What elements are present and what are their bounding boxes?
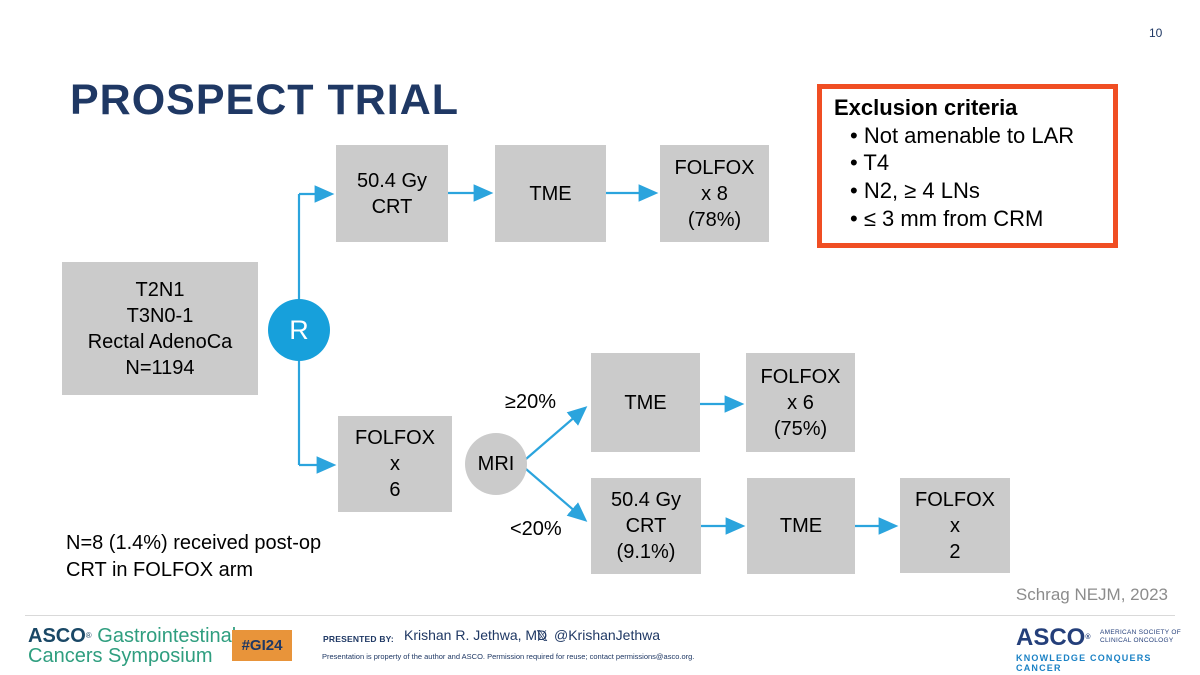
crt91-box: 50.4 Gy CRT (9.1%) (591, 478, 701, 574)
asco-logo-top: ASCO® AMERICAN SOCIETY OF CLINICAL ONCOL… (1016, 625, 1200, 651)
exclusion-item: Not amenable to LAR (850, 122, 1103, 150)
gi-logo-line1: ASCO® Gastrointestinal (28, 626, 236, 646)
lt20-branch-label: <20% (510, 518, 562, 540)
crt-top-box: 50.4 Gy CRT (336, 145, 448, 242)
permission-disclaimer: Presentation is property of the author a… (322, 652, 695, 661)
presenter-x-handle: @KrishanJethwa (554, 627, 661, 643)
page-number: 10 (1149, 26, 1163, 40)
asco-logo: ASCO® AMERICAN SOCIETY OF CLINICAL ONCOL… (1016, 625, 1200, 674)
exclusion-item: ≤ 3 mm from CRM (850, 205, 1103, 233)
registered-mark-right: ® (1085, 634, 1091, 641)
registered-mark: ® (85, 631, 92, 640)
asco-society-line2: CLINICAL ONCOLOGY (1099, 637, 1174, 644)
slide-title: PROSPECT TRIAL (70, 76, 460, 124)
citation: Schrag NEJM, 2023 (1015, 585, 1168, 604)
arrow-mri-to-crt91 (525, 468, 588, 522)
presented-by-label: PRESENTED BY: (323, 634, 394, 644)
tme-top-box: TME (495, 145, 606, 242)
exclusion-list: Not amenable to LAR T4 N2, ≥ 4 LNs ≤ 3 m… (834, 122, 1103, 234)
mri-circle: MRI (465, 433, 527, 495)
asco-society-line1: AMERICAN SOCIETY OF (1099, 629, 1182, 636)
randomization-circle: R (268, 299, 330, 361)
gi-logo-gastrointestinal: Gastrointestinal (97, 625, 237, 647)
folfox8-box: FOLFOX x 8 (78%) (660, 145, 769, 242)
asco-tagline: KNOWLEDGE CONQUERS CANCER (1016, 653, 1152, 673)
folfox6-box: FOLFOX x 6 (338, 416, 452, 512)
tme-bottom-box: TME (747, 478, 855, 574)
patient-population-box: T2N1 T3N0-1 Rectal AdenoCa N=1194 (62, 262, 258, 395)
x-twitter-icon: 𝕏 (536, 628, 549, 645)
exclusion-criteria-box: Exclusion criteria Not amenable to LAR T… (817, 84, 1118, 248)
postop-crt-note: N=8 (1.4%) received post-op CRT in FOLFO… (66, 532, 322, 581)
folfox6-75-box: FOLFOX x 6 (75%) (746, 353, 855, 452)
footer-divider (25, 615, 1175, 616)
arrow-mri-to-tme-mid (525, 406, 588, 460)
hashtag-badge: #GI24 (232, 630, 292, 661)
tme-mid-box: TME (591, 353, 700, 452)
gi-symposium-logo: ASCO® Gastrointestinal Cancers Symposium (28, 626, 236, 666)
asco-wordmark: ASCO (28, 625, 86, 647)
exclusion-item: T4 (850, 149, 1103, 177)
folfox2-box: FOLFOX x 2 (900, 478, 1010, 573)
ge20-branch-label: ≥20% (505, 391, 557, 413)
asco-society-name: AMERICAN SOCIETY OF CLINICAL ONCOLOGY (1100, 629, 1181, 645)
gi-logo-line2: Cancers Symposium (28, 645, 213, 667)
asco-wordmark-right: ASCO® (1016, 624, 1091, 651)
exclusion-title: Exclusion criteria (834, 95, 1018, 120)
presenter-name: Krishan R. Jethwa, MD (404, 627, 548, 643)
exclusion-item: N2, ≥ 4 LNs (850, 177, 1103, 205)
